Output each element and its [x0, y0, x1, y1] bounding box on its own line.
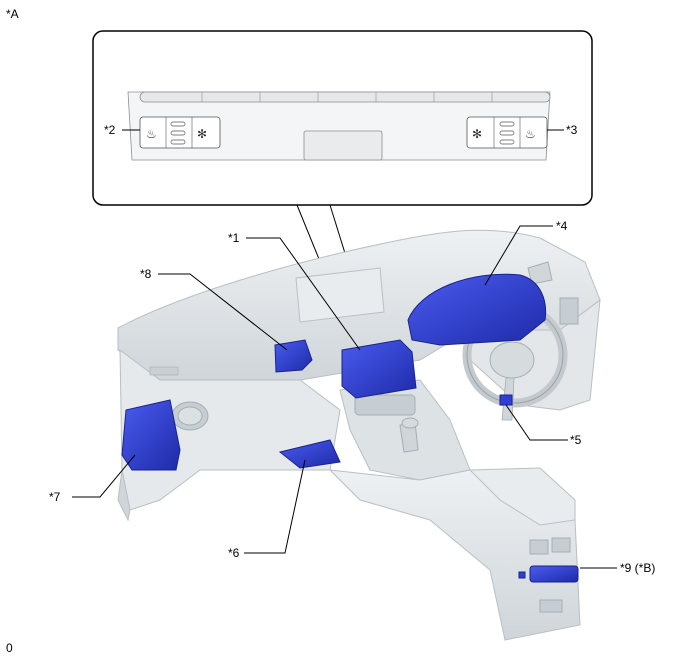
- left-seat-heater-switch: ♨ ✻: [139, 116, 221, 149]
- callout-2-label: *2: [104, 123, 116, 137]
- svg-text:✻: ✻: [197, 127, 207, 141]
- callout-5-label: *5: [570, 433, 582, 447]
- callout-6-label: *6: [228, 546, 240, 560]
- svg-text:♨: ♨: [146, 127, 157, 141]
- svg-text:♨: ♨: [525, 127, 536, 141]
- callout-1-label: *1: [228, 231, 240, 245]
- part-5-steering-sensor: [499, 394, 513, 406]
- svg-text:✻: ✻: [472, 127, 482, 141]
- right-seat-heater-switch: ✻ ♨: [466, 116, 548, 149]
- part-1-center-switch-unit: [341, 339, 417, 399]
- dashboard-illustration: [117, 229, 601, 641]
- leader-lines: [72, 225, 617, 569]
- part-4-combination-meter: [407, 273, 547, 346]
- callout-3-label: *3: [566, 123, 578, 137]
- figure-code: 0: [6, 641, 13, 655]
- switch-panel-inset: ♨ ✻ ✻ ♨: [92, 30, 593, 206]
- callout-4-label: *4: [556, 219, 568, 233]
- callout-9-label: *9 (*B): [620, 561, 655, 575]
- part-6-floor-unit: [278, 439, 341, 469]
- view-a-label: *A: [6, 7, 19, 21]
- callout-7-label: *7: [49, 490, 61, 504]
- highlighted-components: [121, 273, 579, 583]
- callout-8-label: *8: [140, 267, 152, 281]
- part-7-junction-block: [121, 399, 181, 471]
- part-9-rear-console-switch: [529, 565, 579, 583]
